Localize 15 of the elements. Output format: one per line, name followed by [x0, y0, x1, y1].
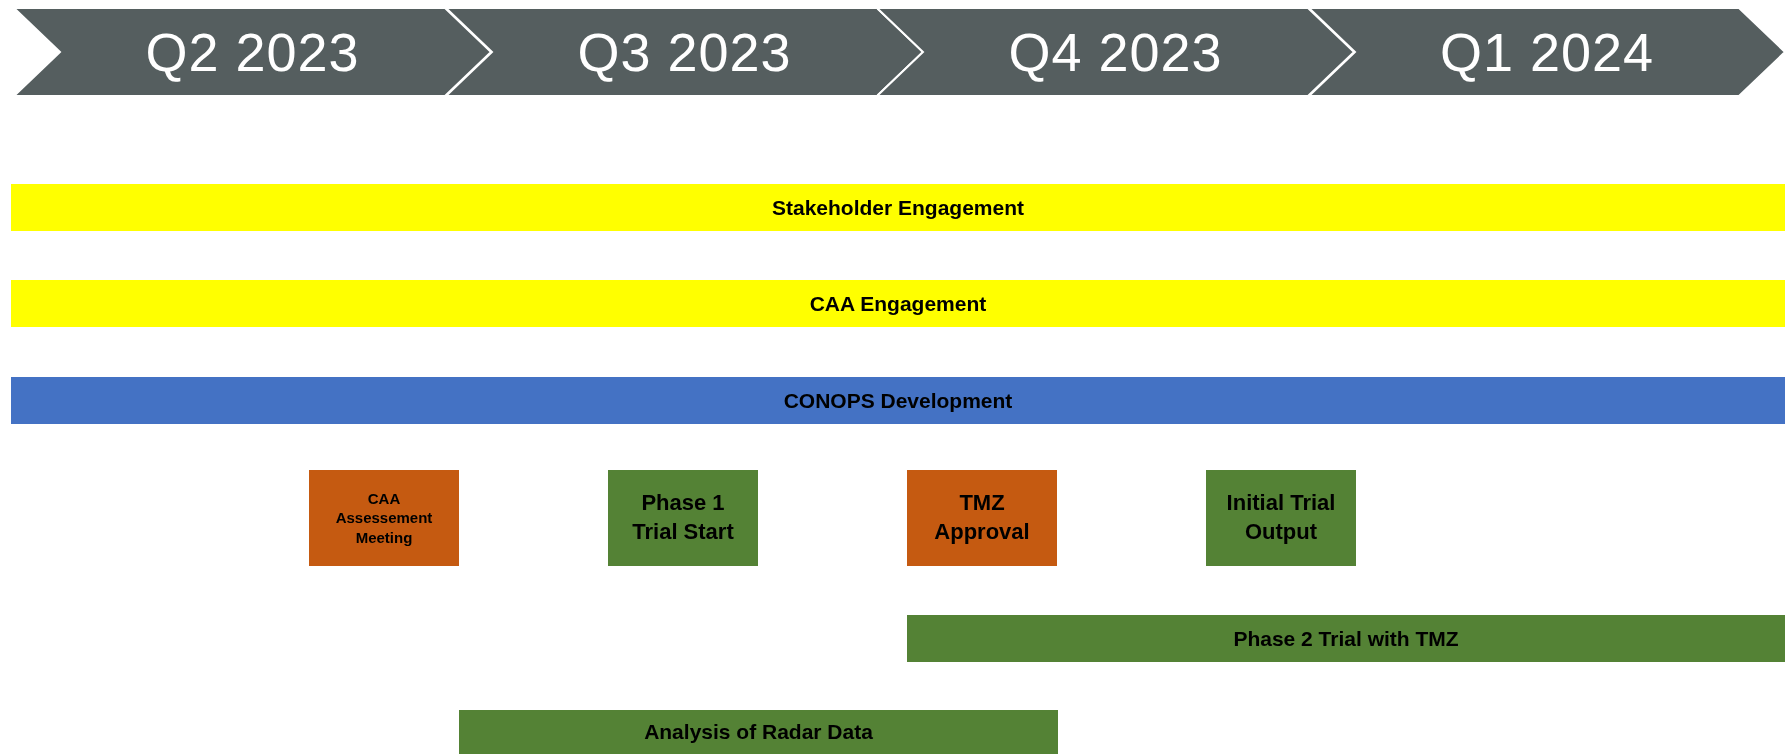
- quarter-label: Q3 2023: [577, 21, 792, 83]
- chevron-banner: [14, 8, 491, 96]
- quarter-label: Q4 2023: [1008, 21, 1223, 83]
- milestone-box: Initial Trial Output: [1206, 470, 1356, 566]
- milestone-box: Phase 1 Trial Start: [608, 470, 758, 566]
- quarter-label: Q1 2024: [1439, 21, 1655, 83]
- timeline-bar: CONOPS Development: [11, 377, 1785, 424]
- quarter-label: Q2 2023: [145, 21, 360, 83]
- milestone-box: TMZ Approval: [907, 470, 1057, 566]
- milestone-box: CAA Assessement Meeting: [309, 470, 459, 566]
- chevron-banner: [1309, 8, 1785, 96]
- timeline-bar: Phase 2 Trial with TMZ: [907, 615, 1785, 662]
- timeline-bar: Analysis of Radar Data: [459, 710, 1058, 754]
- timeline-bar: Stakeholder Engagement: [11, 184, 1785, 231]
- timeline-bar: CAA Engagement: [11, 280, 1785, 327]
